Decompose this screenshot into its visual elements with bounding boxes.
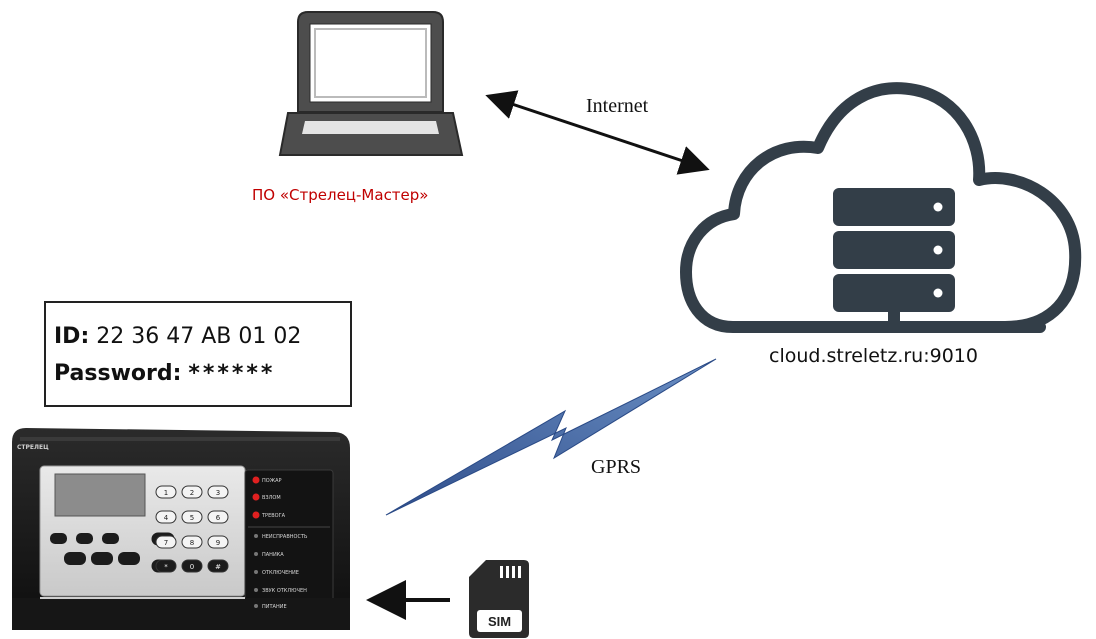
keypad-key-label: 2 <box>190 489 194 497</box>
sim-card-icon: SIM <box>469 560 529 638</box>
keypad-key <box>181 535 203 549</box>
keypad-key <box>207 535 229 549</box>
keypad-key <box>181 559 203 573</box>
keypad-key-label: 7 <box>164 539 168 547</box>
indicator-label: ТРЕВОГА <box>261 513 286 519</box>
internet-label: Internet <box>586 95 649 117</box>
laptop-icon <box>278 11 464 156</box>
keypad-key <box>155 535 177 549</box>
keypad-key <box>207 510 229 524</box>
indicator-labels: ПОЖАР ВЗЛОМ ТРЕВОГА НЕИСПРАВНОСТЬ ПАНИКА ОТКЛ… <box>261 478 308 610</box>
credentials-id-line: ID: 22 36 47 AB 01 02 <box>54 324 301 349</box>
keypad-key-label: 9 <box>216 539 220 547</box>
credentials-id-label: ID: <box>54 324 90 349</box>
keypad-keys: 1 2 3 4 5 6 7 8 9 * 0 # <box>155 485 229 573</box>
internet-link-arrow <box>485 90 710 175</box>
indicator-label: ЗВУК ОТКЛЮЧЕН <box>262 588 307 594</box>
keypad-key <box>155 485 177 499</box>
gprs-link-bolt <box>385 358 717 516</box>
keypad-key <box>181 510 203 524</box>
keypad-key <box>207 485 229 499</box>
keypad-key-label: 8 <box>190 539 194 547</box>
keypad-key-label: 1 <box>164 489 168 497</box>
sim-label: SIM <box>488 614 511 629</box>
credentials-box: ID: 22 36 47 AB 01 02 Password: ****** <box>44 301 352 407</box>
credentials-password-label: Password: <box>54 361 182 386</box>
keypad-key-label: 4 <box>164 514 169 522</box>
indicator-label: ПИТАНИЕ <box>262 604 287 610</box>
keypad-key <box>155 510 177 524</box>
indicator-label: ВЗЛОМ <box>262 495 281 501</box>
gprs-label: GPRS <box>591 456 642 478</box>
keypad-key-label: 5 <box>190 514 194 522</box>
keypad-key-label: * <box>164 563 168 571</box>
credentials-password-line: Password: ****** <box>54 361 275 386</box>
device-brand: СТРЕЛЕЦ <box>17 444 49 451</box>
cloud-address-label: cloud.streletz.ru:9010 <box>769 345 978 367</box>
keypad-key-label: 6 <box>216 514 221 522</box>
keypad-key-label: 3 <box>216 489 220 497</box>
credentials-id-value: 22 36 47 AB 01 02 <box>96 324 302 349</box>
keypad-key-label: # <box>215 563 221 571</box>
indicator-label: ОТКЛЮЧЕНИЕ <box>262 570 299 576</box>
indicator-label: ПОЖАР <box>262 478 282 484</box>
software-label: ПО «Стрелец-Мастер» <box>252 186 429 204</box>
keypad-key <box>155 559 177 573</box>
indicator-label: ПАНИКА <box>262 552 284 558</box>
keypad-key <box>207 559 229 573</box>
credentials-password-value: ****** <box>188 361 276 386</box>
security-panel-device <box>12 428 350 630</box>
keypad-key-label: 0 <box>190 563 194 571</box>
indicator-label: НЕИСПРАВНОСТЬ <box>262 534 308 540</box>
keypad-key <box>181 485 203 499</box>
server-icon <box>833 188 955 332</box>
